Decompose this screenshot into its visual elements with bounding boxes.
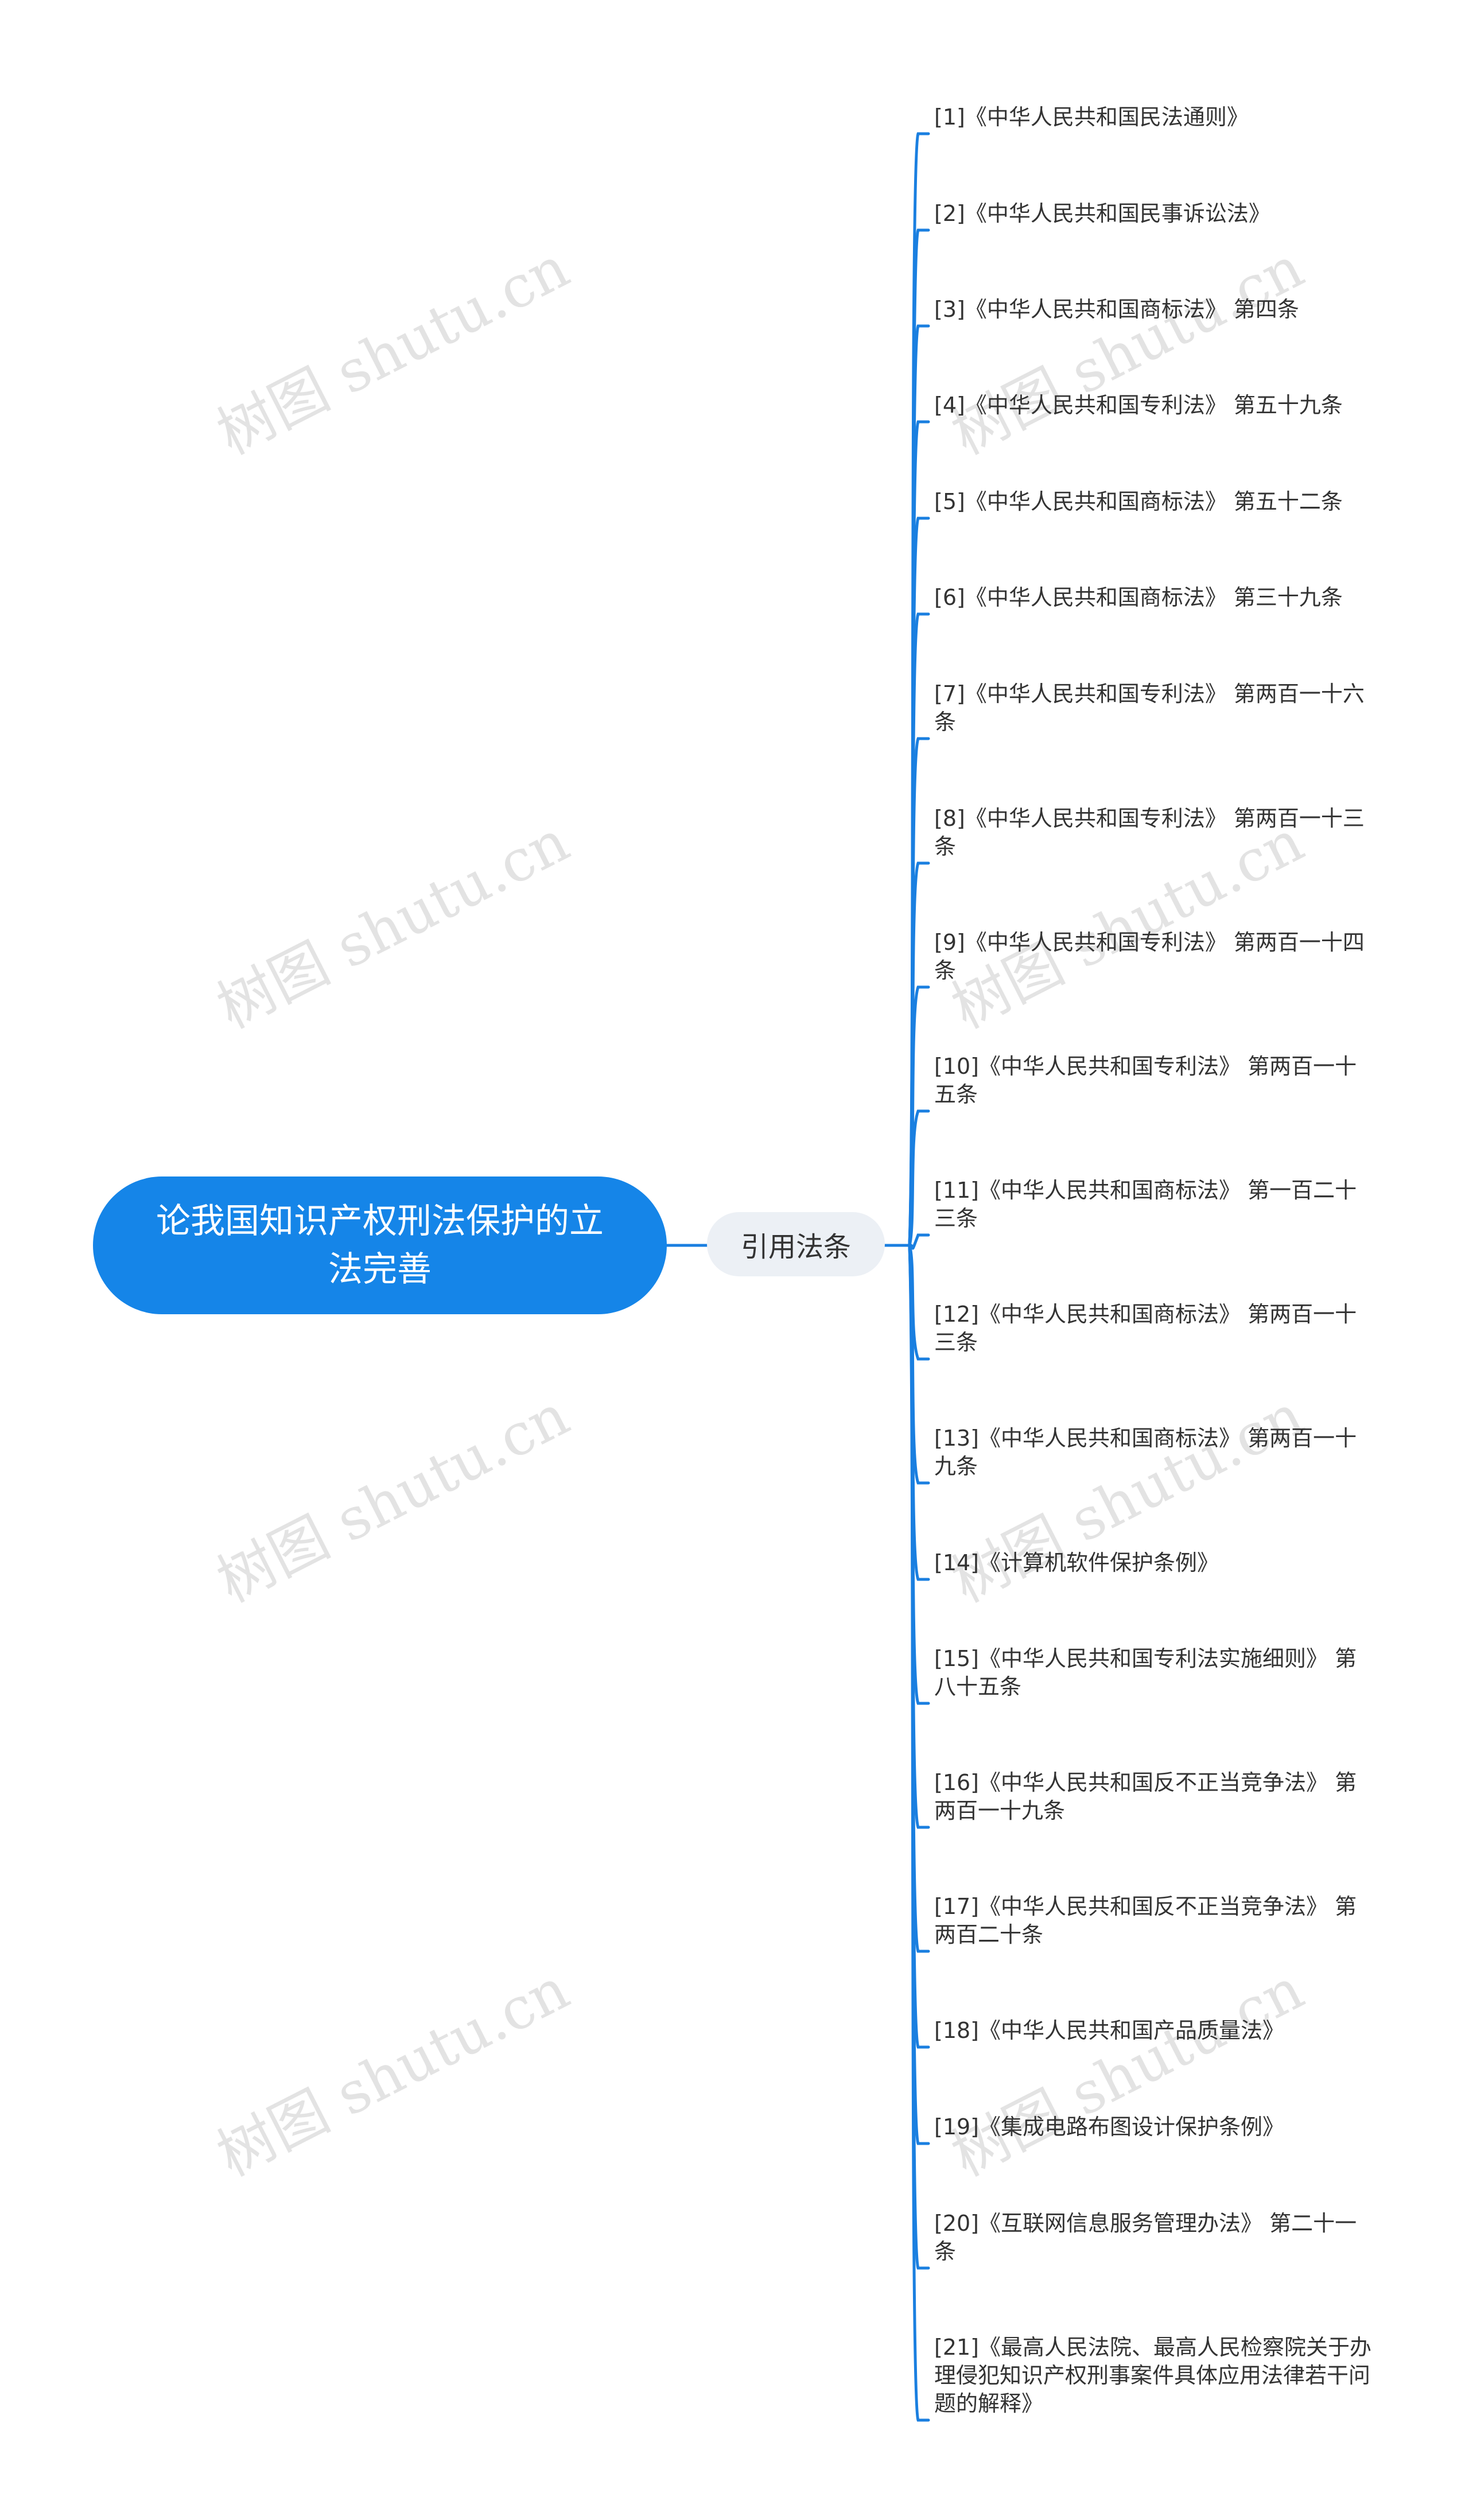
leaf-topic[interactable]: [8]《中华人民共和国专利法》 第两百一十三条 [934,806,1365,859]
leaf-topic[interactable]: [2]《中华人民共和国民事诉讼法》 [934,201,1270,226]
leaf-topic[interactable]: [13]《中华人民共和国商标法》 第两百一十九条 [934,1426,1357,1479]
leaf-topic[interactable]: [20]《互联网信息服务管理办法》 第二十一条 [934,2211,1357,2264]
leaf-topic[interactable]: [16]《中华人民共和国反不正当竞争法》 第两百一十九条 [934,1770,1357,1823]
leaf-topic[interactable]: [10]《中华人民共和国专利法》 第两百一十五条 [934,1054,1357,1107]
leaf-topic[interactable]: [4]《中华人民共和国专利法》 第五十九条 [934,393,1343,418]
branch-topic-cited-laws[interactable]: 引用法条 [707,1212,885,1276]
leaf-connector [908,1244,930,2422]
leaf-topic[interactable]: [14]《计算机软件保护条例》 [934,1550,1219,1575]
root-topic-label: 论我国知识产权刑法保护的立法完善 [156,1201,604,1290]
root-topic[interactable]: 论我国知识产权刑法保护的立法完善 [93,1176,667,1314]
leaf-topic[interactable]: [15]《中华人民共和国专利法实施细则》 第八十五条 [934,1646,1357,1699]
leaf-topic[interactable]: [1]《中华人民共和国民法通则》 [934,104,1249,130]
leaf-topic[interactable]: [17]《中华人民共和国反不正当竞争法》 第两百二十条 [934,1894,1357,1947]
leaf-topic[interactable]: [21]《最高人民法院、最高人民检察院关于办理侵犯知识产权刑事案件具体应用法律若… [934,2335,1372,2416]
leaf-topic[interactable]: [18]《中华人民共和国产品质量法》 [934,2018,1285,2043]
leaf-connector [908,1233,930,1250]
leaf-topic[interactable]: [3]《中华人民共和国商标法》 第四条 [934,297,1299,322]
leaf-topic[interactable]: [6]《中华人民共和国商标法》 第三十九条 [934,585,1343,610]
leaf-topic[interactable]: [7]《中华人民共和国专利法》 第两百一十六条 [934,681,1365,735]
leaf-topic[interactable]: [19]《集成电路布图设计保护条例》 [934,2114,1285,2140]
leaf-connector [908,1109,930,1247]
leaf-topic[interactable]: [9]《中华人民共和国专利法》 第两百一十四条 [934,930,1365,983]
leaf-topic[interactable]: [12]《中华人民共和国商标法》 第两百一十三条 [934,1302,1357,1355]
branch-topic-label: 引用法条 [740,1231,851,1263]
leaf-topic[interactable]: [5]《中华人民共和国商标法》 第五十二条 [934,489,1343,514]
leaf-topic[interactable]: [11]《中华人民共和国商标法》 第一百二十三条 [934,1178,1357,1231]
